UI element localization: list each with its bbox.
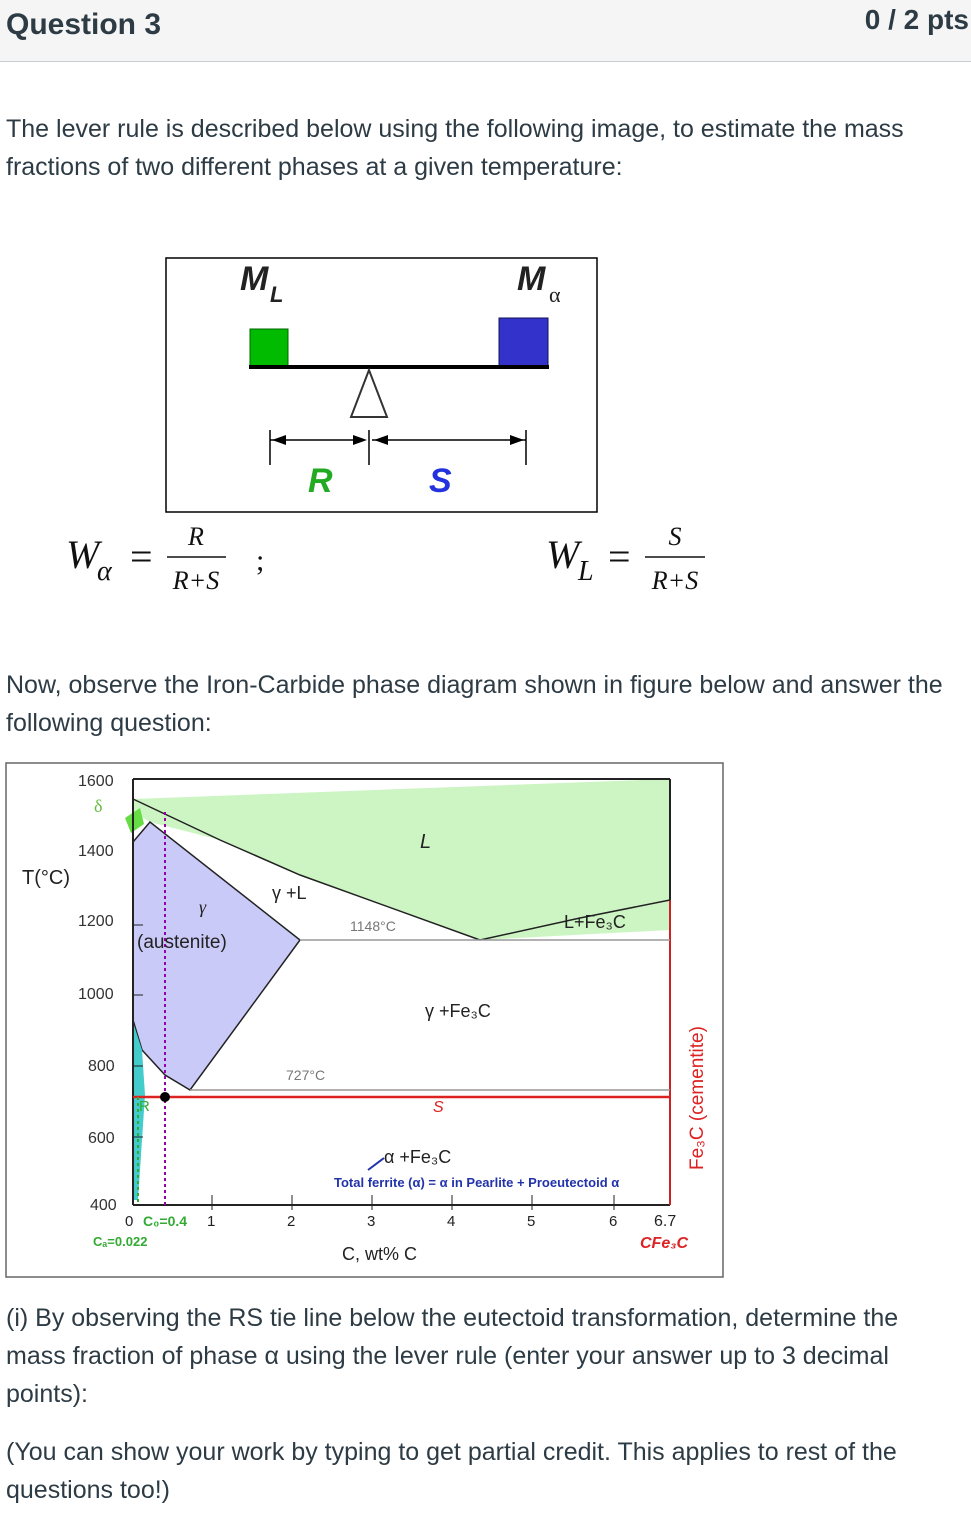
y-tick-800: 800 xyxy=(88,1058,115,1075)
svg-text:;: ; xyxy=(256,544,264,577)
r-label: R xyxy=(308,462,333,500)
question-title: Question 3 xyxy=(6,8,162,41)
liquid-label: L xyxy=(420,831,431,853)
x-axis-title: C, wt% C xyxy=(342,1244,417,1264)
fulcrum xyxy=(349,367,389,418)
x-tick-5: 5 xyxy=(527,1213,535,1230)
eutectic-temp-label: 1148°C xyxy=(350,918,396,934)
question-i-text: (i) By observing the RS tie line below t… xyxy=(6,1304,899,1408)
x-tick-1: 1 xyxy=(207,1213,215,1230)
w-alpha-numerator: R xyxy=(187,522,204,551)
austenite-region xyxy=(132,820,302,1091)
y-axis-title: T(°C) xyxy=(22,867,70,889)
l-fe3c-label: L+Fe₃C xyxy=(564,912,626,932)
y-tick-1200: 1200 xyxy=(78,913,114,930)
note-text: (You can show your work by typing to get… xyxy=(6,1438,897,1504)
liquidus-right xyxy=(479,899,671,941)
w-alpha-sub: α xyxy=(97,556,113,587)
alpha-fe3c-label: α +Fe₃C xyxy=(384,1147,451,1167)
ca-label: Cₐ=0.022 xyxy=(93,1234,147,1249)
gamma-fe3c-label: γ +Fe₃C xyxy=(425,1001,491,1021)
left-mass-block xyxy=(249,328,289,368)
y-tick-1600: 1600 xyxy=(78,773,114,790)
w-l-sub: L xyxy=(577,556,594,587)
svg-text:=: = xyxy=(608,534,631,579)
w-alpha-denominator: R+S xyxy=(172,566,219,595)
cementite-label: Fe₃C (cementite) xyxy=(687,1026,708,1170)
delta-label: δ xyxy=(94,796,102,816)
question-points: 0 / 2 pts xyxy=(864,4,969,35)
liquid-region xyxy=(133,779,670,940)
co-label: C₀=0.4 xyxy=(143,1213,187,1229)
gamma-label: γ xyxy=(199,897,207,917)
intro-text: The lever rule is described below using … xyxy=(6,115,904,181)
x-tick-3: 3 xyxy=(367,1213,375,1230)
y-tick-600: 600 xyxy=(88,1130,115,1147)
total-ferrite-label: Total ferrite (α) = α in Pearlite + Proe… xyxy=(334,1175,619,1190)
svg-text:=: = xyxy=(130,534,153,579)
gamma-l-label: γ +L xyxy=(272,883,307,903)
s-tie-label: S xyxy=(433,1099,444,1116)
eutectoid-temp-label: 727°C xyxy=(286,1067,325,1083)
r-tie-label: R xyxy=(139,1098,150,1115)
delta-region xyxy=(125,808,144,833)
instructions-text: Now, observe the Iron-Carbide phase diag… xyxy=(6,671,943,737)
question-header: Question 3 0 / 2 pts xyxy=(0,0,971,62)
lever-rule-figure: M L M α R S W α = R R+S ; W L = S R+S xyxy=(66,257,705,595)
w-l-denominator: R+S xyxy=(651,566,698,595)
tie-point xyxy=(160,1092,170,1102)
cfe3c-label: CFe₃C xyxy=(640,1235,688,1252)
iron-carbide-phase-diagram: 1600 1400 1200 1000 800 600 400 T(°C) 0 … xyxy=(5,762,724,1278)
s-label: S xyxy=(429,462,452,500)
austenite-label: (austenite) xyxy=(137,932,227,953)
y-tick-1400: 1400 xyxy=(78,843,114,860)
right-mass-block xyxy=(498,317,549,368)
w-alpha: W xyxy=(66,532,103,577)
right-mass-label: M xyxy=(517,260,546,298)
y-tick-1000: 1000 xyxy=(78,986,114,1003)
left-mass-label: M xyxy=(240,260,269,298)
lever-frame xyxy=(165,257,598,513)
right-mass-sub: α xyxy=(549,282,561,307)
x-tick-6: 6 xyxy=(609,1213,617,1230)
y-tick-400: 400 xyxy=(90,1197,117,1214)
w-l: W xyxy=(546,532,583,577)
w-l-numerator: S xyxy=(669,522,682,551)
x-tick-2: 2 xyxy=(287,1213,295,1230)
x-tick-0: 0 xyxy=(125,1213,133,1230)
left-mass-sub: L xyxy=(270,282,283,307)
x-tick-4: 4 xyxy=(447,1213,455,1230)
x-tick-6-7: 6.7 xyxy=(654,1213,676,1230)
liquidus-left xyxy=(132,798,481,941)
